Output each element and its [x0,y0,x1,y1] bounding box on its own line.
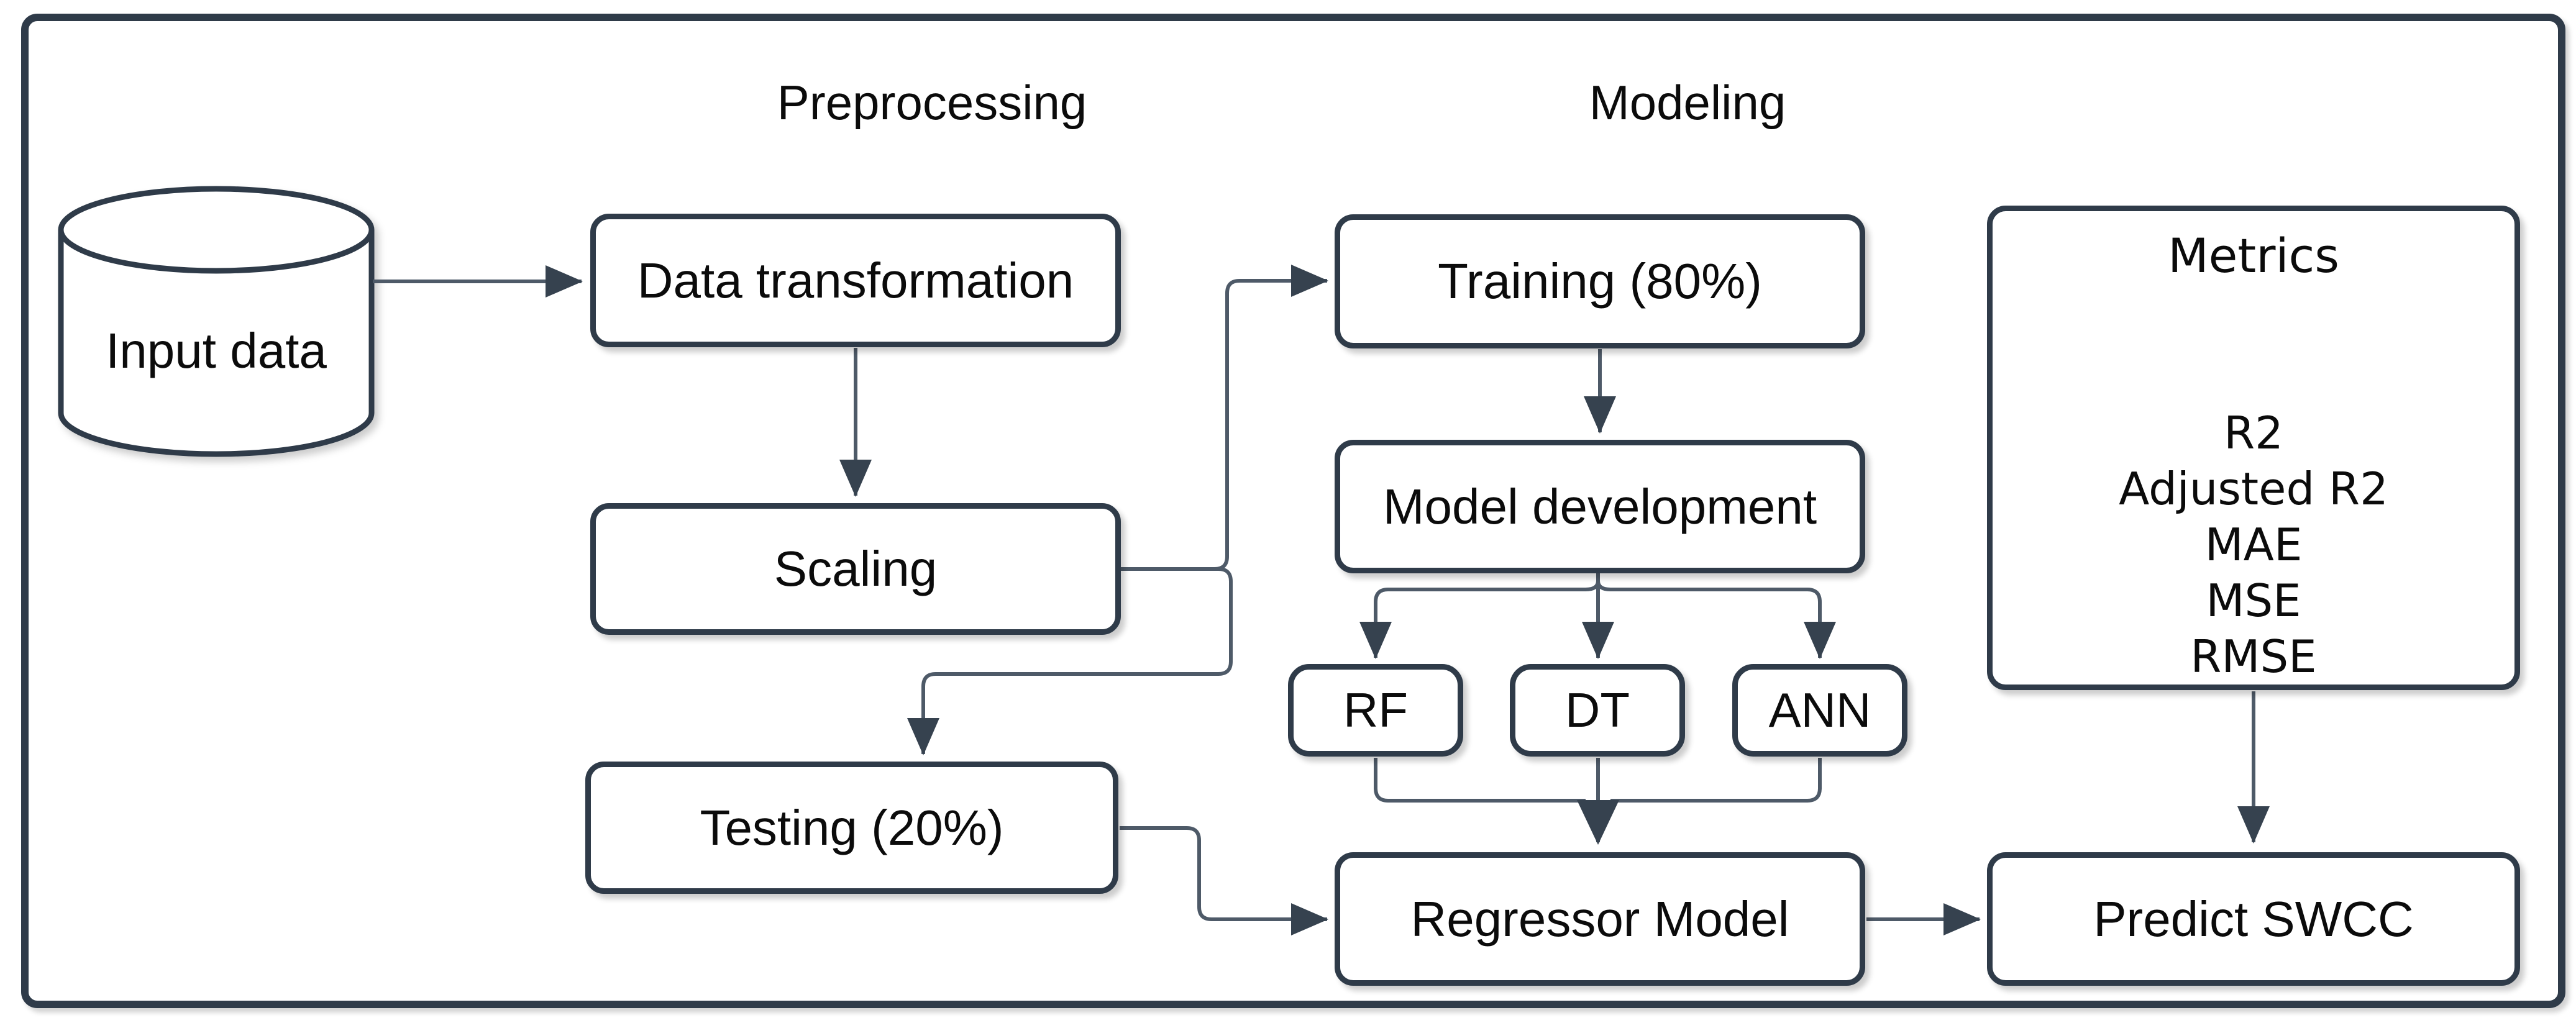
node-testing: Testing (20%) [585,762,1118,894]
node-data-transformation: Data transformation [590,214,1121,347]
arrow-testing-to-regressor [1120,826,1328,935]
node-input-data-label: Input data [106,323,327,378]
database-cylinder [58,186,375,457]
metric-item-adjusted-r2: Adjusted R2 [2119,463,2388,515]
node-metrics: Metrics R2 Adjusted R2 MAE MSE RMSE [1987,206,2520,690]
metric-item-r2: R2 [2224,407,2283,459]
arrow-scaling-to-training [1121,265,1328,571]
diagram-outer-border [21,14,2565,1008]
section-label-modeling: Modeling [1589,75,1786,130]
node-dt: DT [1510,664,1685,757]
arrow-model-development-to-rf [1359,573,1600,659]
metric-item-rmse: RMSE [2190,630,2317,683]
node-rf: RF [1288,664,1463,757]
metrics-title: Metrics [2168,228,2339,283]
node-model-development: Model development [1335,440,1865,573]
node-predict-swcc: Predict SWCC [1987,852,2520,986]
arrow-model-development-to-ann [1596,573,1836,659]
node-training: Training (80%) [1335,214,1865,348]
node-scaling: Scaling [590,503,1121,635]
section-label-preprocessing: Preprocessing [777,75,1087,130]
metrics-items: R2 Adjusted R2 MAE MSE RMSE [1993,405,2514,685]
line-ann-merge [1610,758,1822,803]
node-regressor-model: Regressor Model [1335,852,1865,986]
line-rf-merge [1374,758,1586,803]
node-ann: ANN [1732,664,1907,757]
metric-item-mae: MAE [2204,519,2303,571]
metric-item-mse: MSE [2206,575,2301,627]
arrow-scaling-to-testing [907,567,1233,755]
